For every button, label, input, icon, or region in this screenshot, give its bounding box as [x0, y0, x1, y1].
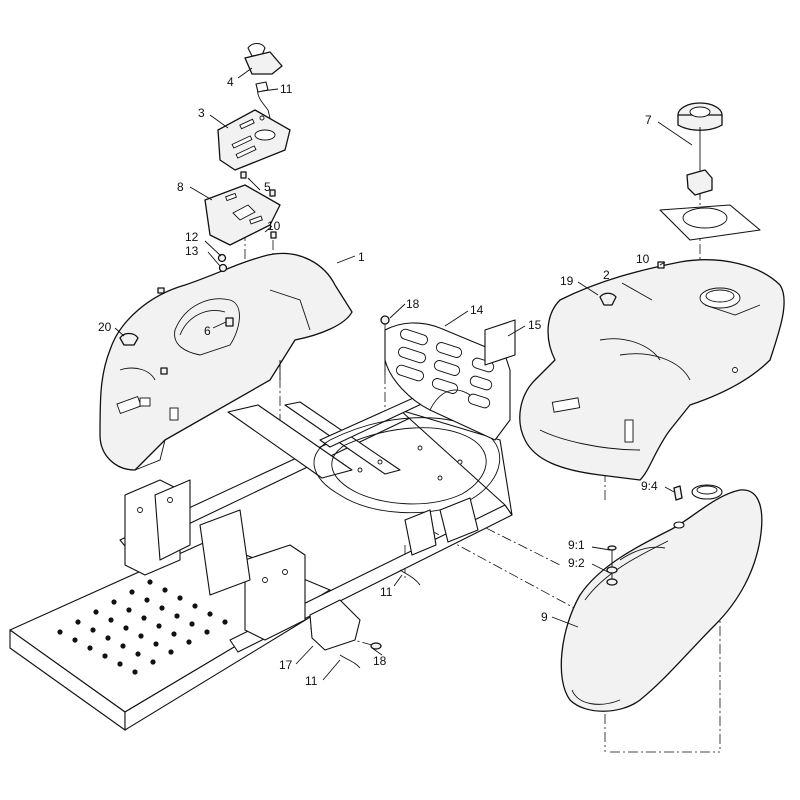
callout-7: 7 — [645, 113, 652, 127]
callout-9-2: 9:2 — [568, 556, 585, 570]
fuel-tank — [560, 484, 763, 712]
callout-labels: 4 11 3 8 5 10 12 13 1 6 20 18 14 15 19 2… — [98, 75, 658, 688]
seat-decal — [484, 319, 516, 366]
callout-4: 4 — [227, 75, 234, 89]
callout-17: 17 — [279, 658, 293, 672]
callout-14: 13 — [185, 244, 199, 258]
callout-2: 2 — [603, 268, 610, 282]
callout-11-lower: 11 — [305, 674, 318, 688]
callout-6: 6 — [204, 324, 211, 338]
ignition-key — [244, 42, 283, 75]
cable-clip-upper — [399, 569, 421, 586]
cross-tube-front — [227, 404, 353, 479]
callout-16: 15 — [528, 318, 542, 332]
callout-9: 9 — [541, 610, 548, 624]
callout-5: 5 — [264, 180, 271, 194]
callout-18-top: 18 — [406, 297, 420, 311]
fuel-fittings — [606, 485, 685, 586]
callout-15: 14 — [470, 303, 484, 317]
callout-11-upper: 11 — [380, 585, 393, 599]
callout-9-4: 9:4 — [641, 479, 658, 493]
fasteners — [119, 171, 665, 650]
callout-1: 1 — [358, 250, 365, 264]
control-panel — [217, 109, 291, 171]
front-pod — [99, 252, 353, 471]
callout-9-1: 9:1 — [568, 538, 585, 552]
heat-shield — [309, 599, 361, 651]
callout-3: 3 — [198, 106, 205, 120]
fuel-neck-plate — [659, 204, 761, 241]
leader-lines — [114, 67, 693, 681]
callout-8: 8 — [177, 180, 184, 194]
callout-10-left: 10 — [267, 219, 281, 233]
callout-19: 19 — [560, 274, 574, 288]
fuel-cap — [677, 102, 723, 196]
callout-10-right: 10 — [636, 252, 650, 266]
seat-bracket — [384, 322, 511, 441]
callout-13: 12 — [185, 230, 199, 244]
lower-panel — [204, 184, 281, 246]
rear-shroud — [519, 259, 785, 481]
platform-perforations — [57, 579, 228, 675]
cable-clip-lower — [339, 654, 361, 669]
chassis-frame — [9, 394, 513, 731]
front-bracket-right — [244, 544, 306, 641]
callout-12: 11 — [280, 82, 293, 96]
callout-20: 20 — [98, 320, 112, 334]
callout-18-bottom: 18 — [373, 654, 387, 668]
